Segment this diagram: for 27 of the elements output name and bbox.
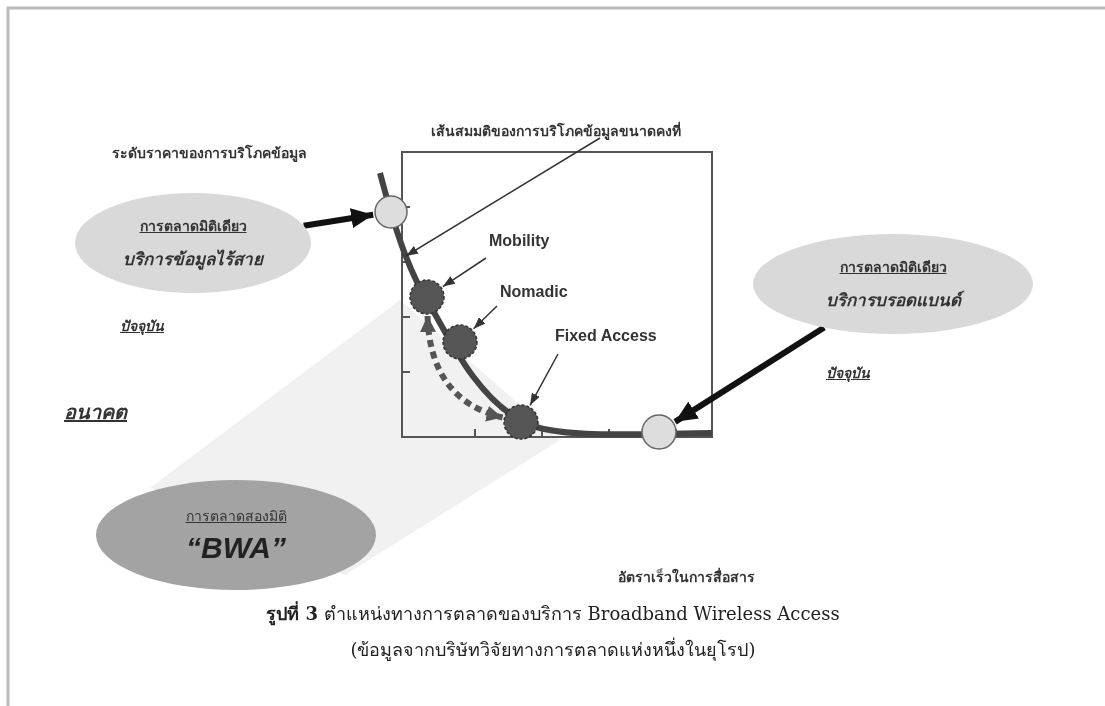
figure-caption: รูปที่ 3 ตำแหน่งทางการตลาดของบริการ Broadband Wireless Access (ข้อมูลจากบริษัทวิจัยทางการตลาดแห่งหนึ่งในยุโรป)	[265, 600, 841, 663]
ellipse-heading: การตลาดมิติเดียว	[139, 216, 247, 236]
position-circle	[503, 404, 539, 440]
access-type-label: Mobility	[489, 232, 550, 250]
arrow	[442, 257, 487, 288]
time-label: ปัจจุบัน	[120, 317, 164, 337]
ellipse-text: บริการข้อมูลไร้สาย	[123, 247, 263, 272]
arrow	[673, 325, 826, 425]
position-circle	[641, 414, 677, 450]
arrow	[529, 353, 559, 407]
ellipse-heading: การตลาดสองมิติ	[185, 507, 287, 526]
time-label: ปัจจุบัน	[826, 364, 870, 384]
ellipse-text: “BWA”	[186, 531, 286, 565]
arrow	[420, 315, 504, 421]
access-type-label: Nomadic	[500, 283, 568, 301]
position-circle	[409, 279, 445, 315]
arrow	[472, 305, 498, 330]
position-circle	[442, 324, 478, 360]
axis-label: อัตราเร็วในการสื่อสาร	[618, 566, 755, 587]
callout-text: เส้นสมมติของการบริโภคข้อมูลขนาดคงที่	[431, 120, 681, 142]
arrow	[405, 137, 601, 257]
position-circle	[374, 195, 408, 229]
arrow	[303, 208, 374, 229]
axis-label: ระดับราคาของการบริโภคข้อมูล	[112, 143, 307, 164]
access-type-label: Fixed Access	[555, 327, 657, 345]
ellipse-heading: การตลาดมิติเดียว	[839, 257, 947, 277]
time-label: อนาคต	[64, 399, 127, 426]
